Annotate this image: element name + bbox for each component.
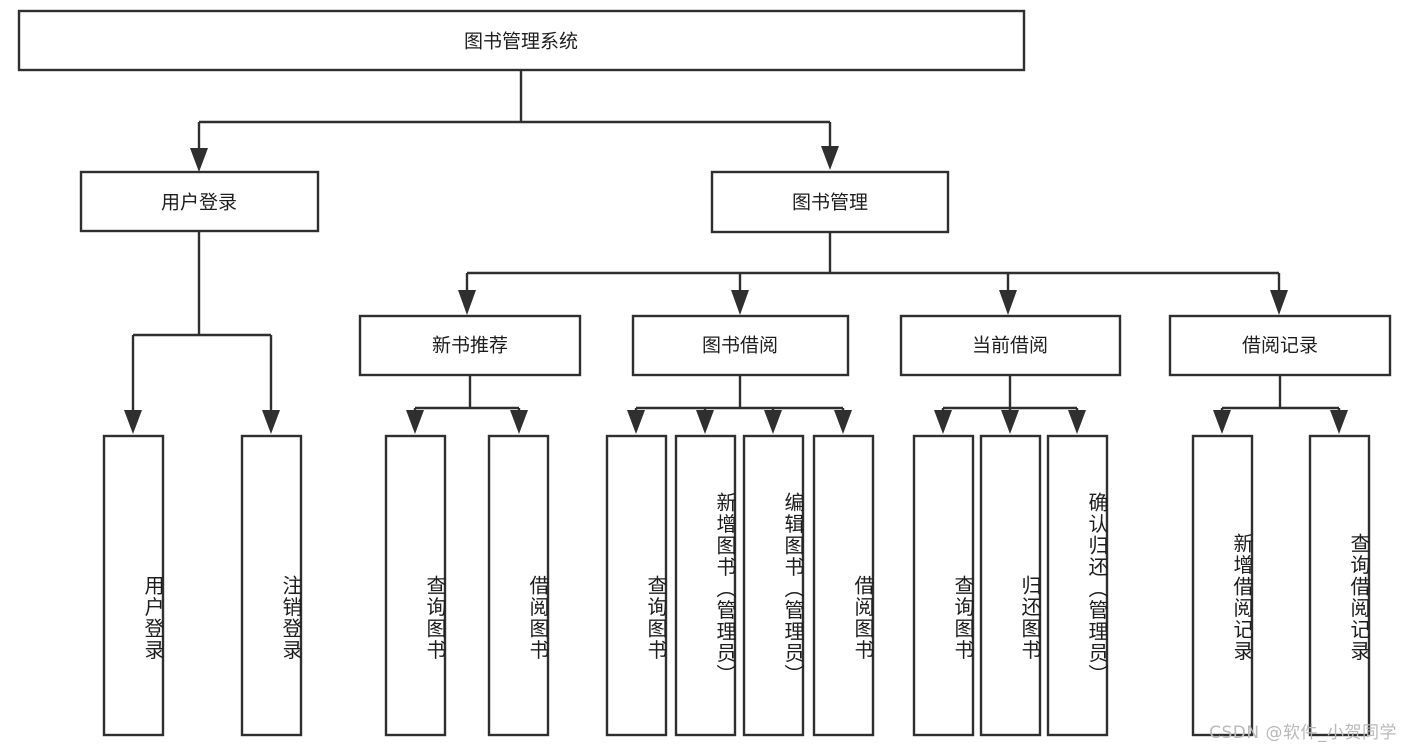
arrow-head-icon bbox=[821, 146, 839, 170]
arrow-head-icon bbox=[764, 410, 782, 434]
arrow-head-icon bbox=[1068, 410, 1086, 434]
arrow-head-icon bbox=[934, 410, 952, 434]
arrow-head-icon bbox=[458, 290, 476, 315]
node-leaf-logout[interactable] bbox=[240, 434, 303, 737]
connector-currentborrow-to-leaves bbox=[934, 375, 1086, 434]
node-leaf-borrow-book-1[interactable] bbox=[487, 434, 550, 737]
node-book-management[interactable] bbox=[710, 170, 950, 234]
node-borrow-record[interactable] bbox=[1168, 314, 1392, 377]
node-new-book-recommend[interactable] bbox=[358, 314, 582, 377]
node-user-login[interactable] bbox=[79, 170, 320, 233]
node-leaf-query-book-1[interactable] bbox=[384, 434, 447, 737]
node-leaf-edit-book-admin[interactable] bbox=[742, 434, 805, 737]
connector-bookmgmt-to-level2 bbox=[458, 232, 1288, 315]
connector-root-to-level1 bbox=[190, 70, 839, 172]
connector-borrowrecord-to-leaves bbox=[1213, 375, 1348, 434]
arrow-head-icon bbox=[190, 148, 208, 172]
arrow-head-icon bbox=[1001, 410, 1019, 434]
node-new-book-recommend-label: 新书推荐 bbox=[432, 335, 508, 357]
node-leaf-add-book-admin[interactable] bbox=[674, 434, 737, 737]
node-leaf-borrow-book-2[interactable] bbox=[812, 434, 875, 737]
arrow-head-icon bbox=[262, 410, 280, 434]
connector-userlogin-to-leaves bbox=[124, 231, 280, 434]
arrow-head-icon bbox=[510, 410, 528, 434]
node-leaf-query-book-2[interactable] bbox=[605, 434, 668, 737]
node-current-borrow-label: 当前借阅 bbox=[972, 335, 1048, 357]
node-current-borrow[interactable] bbox=[899, 314, 1122, 377]
node-leaf-return-book[interactable] bbox=[979, 434, 1042, 737]
node-borrow-record-label: 借阅记录 bbox=[1242, 335, 1318, 357]
connector-bookborrow-to-leaves bbox=[627, 375, 852, 434]
arrow-head-icon bbox=[627, 410, 645, 434]
node-leaf-add-borrow-record[interactable] bbox=[1191, 434, 1254, 737]
node-book-management-label: 图书管理 bbox=[792, 192, 868, 214]
arrow-head-icon bbox=[406, 410, 424, 434]
arrow-head-icon bbox=[731, 290, 749, 315]
node-root-label: 图书管理系统 bbox=[464, 31, 578, 53]
connector-newbook-to-leaves bbox=[406, 375, 528, 434]
node-user-login-label: 用户登录 bbox=[161, 192, 237, 214]
arrow-head-icon bbox=[124, 410, 142, 434]
node-book-borrow[interactable] bbox=[631, 314, 850, 377]
node-leaf-confirm-return-admin[interactable] bbox=[1046, 434, 1109, 737]
arrow-head-icon bbox=[834, 410, 852, 434]
arrow-head-icon bbox=[1330, 410, 1348, 434]
arrow-head-icon bbox=[696, 410, 714, 434]
node-leaf-user-login[interactable] bbox=[102, 434, 165, 737]
node-book-borrow-label: 图书借阅 bbox=[702, 335, 778, 357]
arrow-head-icon bbox=[1213, 410, 1231, 434]
node-leaf-query-borrow-record[interactable] bbox=[1308, 434, 1371, 737]
watermark: CSDN @软件_小贺同学 bbox=[1209, 723, 1397, 743]
arrow-head-icon bbox=[1270, 290, 1288, 315]
node-leaf-query-book-3[interactable] bbox=[912, 434, 975, 737]
node-root[interactable] bbox=[17, 9, 1026, 72]
arrow-head-icon bbox=[999, 290, 1017, 315]
